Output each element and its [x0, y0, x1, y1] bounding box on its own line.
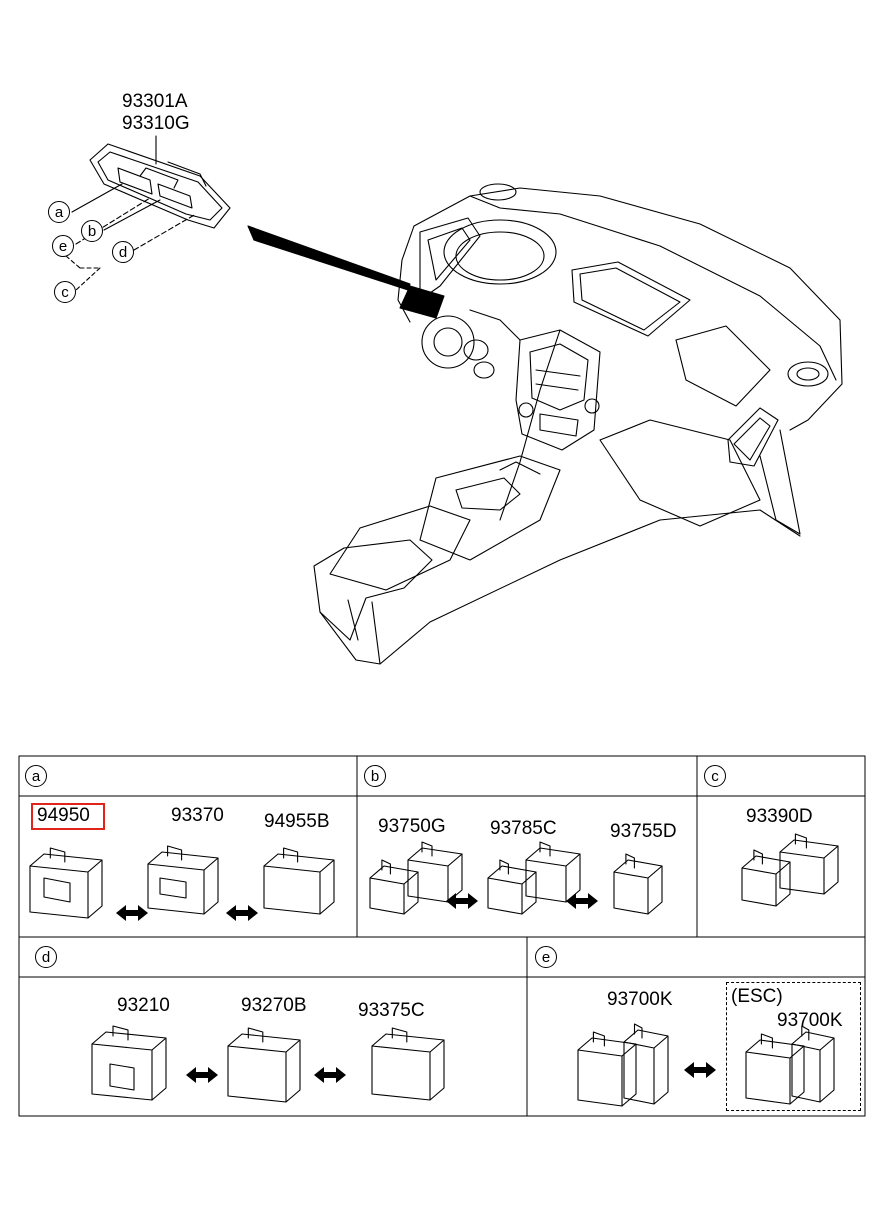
parts-table	[18, 755, 866, 1117]
dashboard-drawing	[313, 183, 843, 665]
part-number-93210: 93210	[117, 995, 170, 1016]
part-number-93270B: 93270B	[241, 995, 307, 1016]
switch-93370	[147, 863, 205, 915]
section-key-a: a	[25, 765, 47, 787]
callout-b: b	[81, 220, 103, 242]
pointer-wedge	[247, 225, 411, 291]
callout-d: d	[112, 241, 134, 263]
section-key-d: d	[35, 946, 57, 968]
section-key-b: b	[364, 765, 386, 787]
part-number-93390D: 93390D	[746, 806, 813, 827]
switch-93700K	[577, 1049, 623, 1107]
switch-93700K-right	[623, 1041, 655, 1105]
section-key-e: e	[535, 946, 557, 968]
esc-label: (ESC)	[731, 986, 783, 1007]
esc-variant-box	[726, 982, 861, 1111]
assembly-part-number-1: 93301A	[122, 91, 188, 112]
switch-93210	[91, 1043, 153, 1101]
callout-e: e	[52, 235, 74, 257]
switch-93750G	[369, 877, 405, 915]
switch-93270B	[227, 1045, 287, 1103]
callout-c: c	[54, 281, 76, 303]
section-key-c: c	[704, 765, 726, 787]
switch-93785C	[487, 877, 523, 915]
part-number-93755D: 93755D	[610, 821, 677, 842]
part-number-93370: 93370	[171, 805, 224, 826]
highlight-box	[31, 803, 105, 830]
part-number-94955B: 94955B	[264, 811, 330, 832]
switch-93755D	[613, 871, 649, 915]
part-number-93785C: 93785C	[490, 818, 557, 839]
part-number-93375C: 93375C	[358, 1000, 425, 1021]
switch-94955B	[263, 865, 321, 915]
switch-93750G-body	[407, 859, 449, 903]
switch-94950	[29, 865, 89, 919]
switch-illustrations	[29, 833, 839, 1107]
switch-panel-assembly	[65, 135, 231, 291]
part-number-93750G: 93750G	[378, 816, 446, 837]
part-number-93700K: 93700K	[607, 989, 673, 1010]
assembly-part-number-2: 93310G	[122, 113, 190, 134]
callout-a: a	[48, 201, 70, 223]
esc-part-number: 93700K	[777, 1010, 843, 1031]
switch-93390D	[741, 867, 777, 907]
double-arrows	[116, 893, 716, 1083]
switch-93390D-body	[779, 851, 825, 895]
part-number-94950: 94950	[37, 805, 90, 826]
switch-93785C-body	[525, 859, 567, 903]
switch-93375C	[371, 1045, 431, 1101]
